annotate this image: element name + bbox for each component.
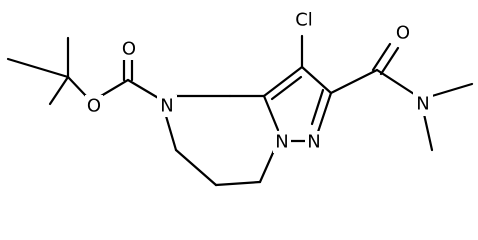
bond-c2-n2-b <box>310 88 325 126</box>
bond-ester-o-carbonyl-c <box>99 78 130 98</box>
bond-amide-n-methyl-down <box>422 112 434 152</box>
bond-c3a-c3-inner <box>270 75 303 101</box>
cl-label-bg <box>292 8 316 34</box>
o-amide-label-bg <box>394 21 412 45</box>
bond-c2-amide-c <box>329 68 379 95</box>
bond-tbu-methyl-bottom <box>48 75 70 106</box>
atom-n-pyrazole-1: N <box>275 132 288 153</box>
bond-amide-n-methyl-up <box>430 82 474 98</box>
atom-cl: Cl <box>295 10 313 31</box>
bond-tbu-methyl-left <box>6 57 70 79</box>
atom-n-diazepine: N <box>160 96 173 117</box>
bond-tbu-oxygen <box>66 75 88 98</box>
bond-c3a-c3 <box>262 65 304 98</box>
n-pyrazole-2-label-bg <box>305 131 323 153</box>
bond-amide-double-b <box>379 46 400 76</box>
bond-n-ch2-down <box>164 114 178 152</box>
o-ester-label-bg <box>85 95 103 117</box>
o-carbonyl-label-bg <box>121 38 137 60</box>
bond-c2-n2-a <box>316 91 333 134</box>
bond-carbonyl-c-n <box>126 78 162 101</box>
bond-n1-c3a <box>262 94 280 132</box>
bonds <box>6 34 474 187</box>
atom-n-amide: N <box>416 94 429 115</box>
n-pyrazole-1-label-bg <box>273 131 291 153</box>
atom-o-carbamate-ester: O <box>87 96 101 117</box>
atom-o-amide: O <box>396 23 410 44</box>
atom-n-pyrazole-2: N <box>307 132 320 153</box>
bond-ch2-ch2 <box>174 148 218 187</box>
n-diazepine-label-bg <box>157 95 177 117</box>
bond-c3-c2 <box>300 65 333 95</box>
bond-ch2-ch2-b <box>214 180 262 187</box>
n-amide-label-bg <box>413 92 433 116</box>
bond-amide-double-a <box>371 42 392 72</box>
atom-labels: Cl O O N N N O N <box>85 8 433 153</box>
atom-o-carbamate-carbonyl: O <box>122 39 136 60</box>
chemical-structure: Cl O O N N N O N <box>6 8 474 187</box>
bond-amide-c-n <box>375 68 416 96</box>
